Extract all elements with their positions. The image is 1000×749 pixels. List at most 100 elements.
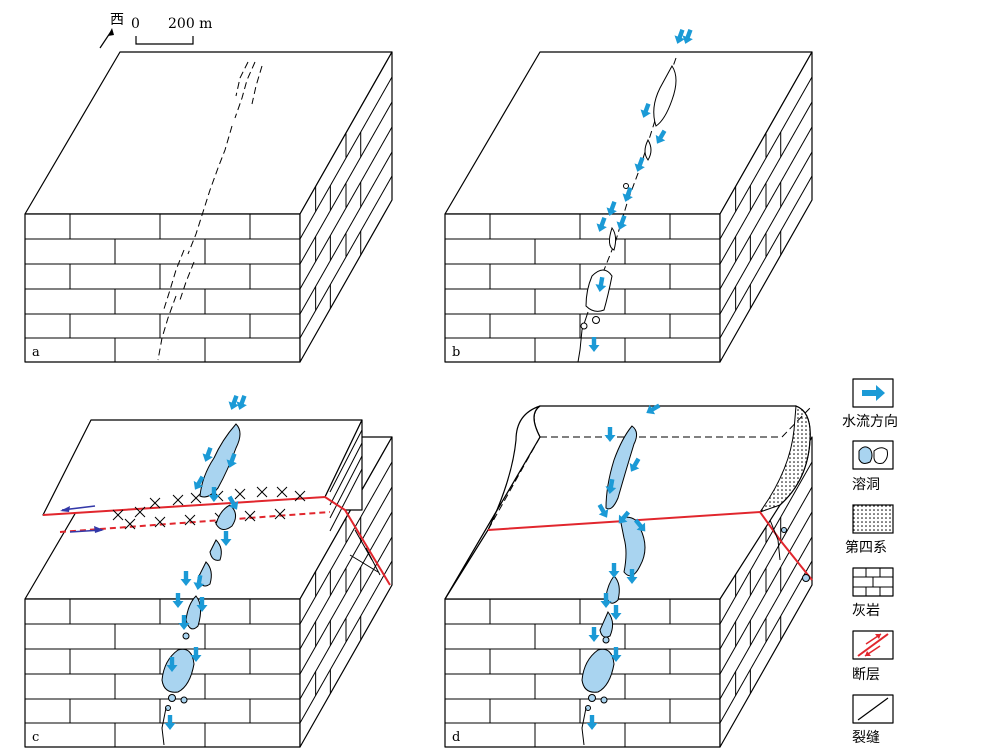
- fissure-line: [184, 514, 196, 526]
- arrow-icon: [618, 510, 631, 524]
- fissure-line: [161, 707, 167, 746]
- water-flow-arrow: [634, 157, 645, 172]
- arrow-icon: [616, 215, 627, 230]
- arrow-icon: [178, 615, 190, 630]
- water-flow-arrow: [605, 478, 617, 494]
- water-flow-arrow: [595, 276, 607, 292]
- brick-line: [329, 429, 363, 493]
- karst-cave: [605, 575, 620, 604]
- arrow-icon: [646, 403, 661, 415]
- arrow-icon: [674, 29, 685, 44]
- water-flow-arrow: [227, 495, 239, 510]
- water-flow-arrow: [588, 627, 600, 642]
- fissure-line: [179, 261, 195, 301]
- arrow-icon: [595, 276, 607, 292]
- karst-cave: [182, 632, 190, 640]
- water-flow-arrow: [220, 531, 232, 546]
- fissure-line: [187, 125, 233, 255]
- fault-icon: [857, 633, 889, 657]
- water-flow-arrow: [193, 475, 205, 490]
- water-flow-arrow: [640, 103, 651, 118]
- arrow-icon: [164, 715, 176, 730]
- water-flow-arrow: [202, 447, 213, 462]
- karst-cave: [644, 138, 652, 161]
- arrow-icon: [228, 395, 239, 410]
- fissure-line: [157, 295, 177, 361]
- arrow-icon: [862, 385, 885, 401]
- water-flow-arrow: [633, 518, 646, 532]
- legend: 水流方向 溶洞 第四系 灰岩: [842, 378, 898, 746]
- brick-line: [329, 455, 363, 519]
- water-flow-arrow: [193, 574, 205, 590]
- water-flow-arrow: [180, 571, 192, 586]
- fissure-line: [149, 497, 161, 509]
- arrow-icon: [600, 593, 612, 608]
- fissure-line: [349, 554, 379, 573]
- karst-cave: [602, 636, 610, 644]
- fissure-line: [276, 486, 288, 498]
- karst-cave: [180, 696, 188, 704]
- legend-item-karst-cave: 溶洞: [852, 440, 894, 493]
- fissure-line: [154, 516, 166, 528]
- hidden-edge: [540, 407, 811, 438]
- arrow-icon: [227, 495, 239, 510]
- water-flow-arrow: [208, 487, 220, 502]
- water-flow-arrow: [600, 593, 612, 608]
- legend-item-fissure: 裂缝: [852, 694, 894, 746]
- arrow-icon: [180, 571, 192, 586]
- displacement-arrow: [60, 506, 70, 512]
- eroded-edge: [444, 405, 541, 600]
- fissure-line: [234, 61, 256, 119]
- fissure-line: [244, 510, 256, 522]
- panel-b: [444, 29, 813, 363]
- arrow-icon: [166, 657, 178, 672]
- karst-cave: [580, 322, 588, 330]
- karst-cave: [608, 226, 617, 251]
- water-flow-arrow: [655, 129, 667, 144]
- water-flow-arrow: [166, 657, 178, 672]
- arrow-icon: [596, 217, 607, 232]
- fissure-line: [577, 311, 589, 363]
- water-flow-arrow: [190, 647, 202, 662]
- water-flow-arrow: [629, 457, 641, 472]
- legend-label-water-flow: 水流方向: [842, 414, 898, 430]
- legend-item-water-flow: 水流方向: [842, 378, 898, 430]
- water-flow-arrow: [172, 593, 184, 608]
- panel-d: [444, 403, 813, 748]
- arrow-icon: [626, 569, 638, 584]
- arrow-icon: [629, 457, 641, 472]
- water-flow-arrow: [586, 715, 598, 730]
- quaternary-deposit: [758, 405, 811, 513]
- legend-label-quaternary: 第四系: [845, 539, 887, 556]
- fissure-line: [251, 65, 263, 105]
- water-flow-arrow: [606, 201, 617, 216]
- arrow-icon: [202, 447, 213, 462]
- water-flow-arrow: [196, 597, 208, 612]
- fissure-line: [294, 490, 306, 502]
- displacement-arrow: [94, 526, 104, 533]
- block-front-face: [24, 213, 301, 363]
- karst-cave: [592, 316, 600, 324]
- arrow-icon: [604, 427, 616, 442]
- arrow-icon: [196, 597, 208, 612]
- karst-cave: [168, 694, 176, 702]
- panel-label-b: b: [452, 345, 460, 360]
- fissure-line: [769, 519, 781, 561]
- karst-cave: [802, 574, 810, 582]
- arrow-icon: [190, 647, 202, 662]
- arrow-icon: [622, 187, 633, 202]
- arrow-icon: [588, 627, 600, 642]
- water-flow-arrow: [622, 187, 633, 202]
- water-flow-arrow: [674, 29, 685, 44]
- legend-label-fissure: 裂缝: [852, 730, 880, 746]
- water-flow-arrow: [610, 647, 622, 662]
- karst-cave: [165, 705, 171, 711]
- fissure-line: [172, 494, 184, 506]
- arrow-icon: [220, 531, 232, 546]
- arrow-icon: [633, 518, 646, 532]
- water-flow-arrow: [608, 563, 620, 578]
- block-front-face: [444, 213, 721, 363]
- brick-pattern-icon: [852, 567, 894, 597]
- legend-item-quaternary: 第四系: [845, 504, 894, 556]
